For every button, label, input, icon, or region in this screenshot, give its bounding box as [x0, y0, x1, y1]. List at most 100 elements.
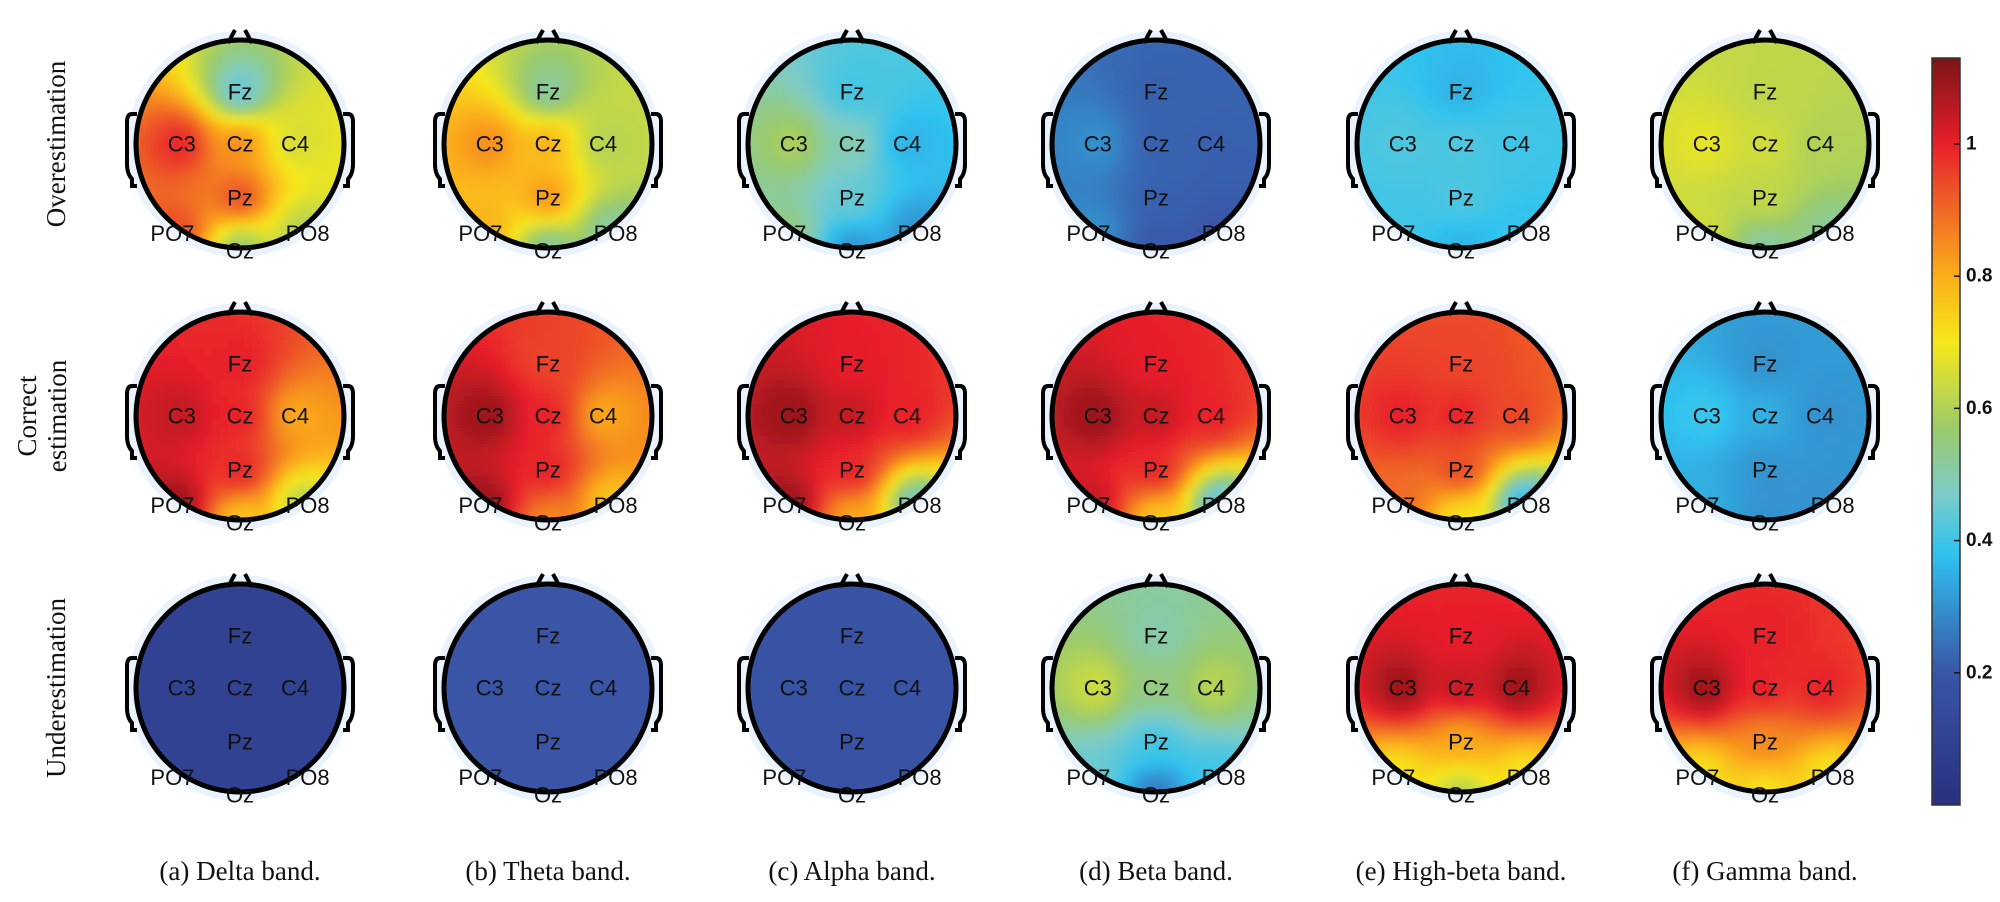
- heat-cell: [1104, 196, 1113, 205]
- heat-cell: [912, 172, 921, 181]
- heat-cell: [1369, 116, 1378, 125]
- heat-cell: [1152, 42, 1161, 45]
- heat-cell: [616, 132, 625, 141]
- heat-cell: [1537, 180, 1546, 189]
- heat-cell: [608, 212, 617, 221]
- heat-cell: [784, 180, 793, 189]
- heat-cell: [196, 164, 205, 173]
- heat-cell: [936, 52, 945, 61]
- heat-cell: [1721, 124, 1730, 133]
- heat-cell: [1513, 188, 1522, 197]
- heat-cell: [1481, 148, 1490, 157]
- heat-cell: [936, 124, 945, 133]
- heat-cell: [138, 84, 141, 93]
- heat-cell: [1256, 84, 1258, 93]
- heat-cell: [1152, 44, 1161, 53]
- heat-cell: [1385, 180, 1394, 189]
- heat-cell: [260, 196, 269, 205]
- heat-cell: [480, 68, 489, 77]
- heat-cell: [260, 324, 269, 333]
- heat-cell: [520, 180, 529, 189]
- heat-cell: [180, 116, 189, 125]
- heat-cell: [480, 140, 489, 149]
- heat-cell: [220, 164, 229, 173]
- heat-cell: [1385, 42, 1394, 45]
- heat-cell: [252, 220, 261, 229]
- heat-cell: [648, 76, 650, 85]
- heat-cell: [172, 436, 181, 445]
- heat-cell: [1112, 52, 1121, 61]
- heat-cell: [1561, 244, 1563, 246]
- heat-cell: [1705, 60, 1714, 69]
- heat-cell: [1425, 68, 1434, 77]
- heat-cell: [1401, 180, 1410, 189]
- heat-cell: [1753, 68, 1762, 77]
- heat-cell: [560, 204, 569, 213]
- heat-cell: [228, 404, 237, 413]
- heat-cell: [228, 356, 237, 365]
- heat-cell: [1136, 84, 1145, 93]
- heat-cell: [1737, 84, 1746, 93]
- heat-cell: [592, 196, 601, 205]
- heat-cell: [1689, 76, 1698, 85]
- heat-cell: [1777, 164, 1786, 173]
- heat-cell: [276, 420, 285, 429]
- heat-cell: [300, 156, 309, 165]
- heat-cell: [1417, 188, 1426, 197]
- heat-cell: [1056, 236, 1065, 245]
- heat-cell: [1705, 132, 1714, 141]
- heat-cell: [1673, 108, 1682, 117]
- heat-cell: [228, 116, 237, 125]
- heat-cell: [1096, 108, 1105, 117]
- heat-cell: [220, 108, 229, 117]
- heat-cell: [1489, 108, 1498, 117]
- heat-cell: [1681, 44, 1690, 53]
- heat-cell: [1184, 68, 1193, 77]
- heat-cell: [520, 60, 529, 69]
- heat-cell: [496, 220, 505, 229]
- heat-cell: [808, 52, 817, 61]
- heat-cell: [1713, 100, 1722, 109]
- heat-cell: [952, 52, 954, 61]
- heat-cell: [912, 204, 921, 213]
- heat-cell: [752, 236, 761, 245]
- heat-cell: [1553, 236, 1562, 245]
- heat-cell: [752, 44, 761, 53]
- heat-cell: [1441, 220, 1450, 229]
- heat-cell: [616, 204, 625, 213]
- heat-cell: [1152, 84, 1161, 93]
- heat-cell: [1809, 220, 1818, 229]
- heat-cell: [472, 164, 481, 173]
- heat-cell: [496, 84, 505, 93]
- heat-cell: [244, 314, 253, 317]
- heat-cell: [768, 156, 777, 165]
- heat-cell: [340, 332, 342, 341]
- heat-cell: [632, 180, 641, 189]
- heat-cell: [464, 42, 473, 45]
- heat-cell: [496, 188, 505, 197]
- heat-cell: [204, 68, 213, 77]
- heat-cell: [292, 444, 301, 453]
- heat-cell: [164, 76, 173, 85]
- heat-cell: [1192, 124, 1201, 133]
- heat-cell: [880, 68, 889, 77]
- heat-cell: [840, 236, 849, 245]
- heat-cell: [252, 140, 261, 149]
- right-ear-icon: [1868, 112, 1880, 188]
- heat-cell: [1256, 244, 1258, 246]
- heat-cell: [576, 212, 585, 221]
- heat-cell: [904, 180, 913, 189]
- heat-cell: [324, 388, 333, 397]
- heat-cell: [576, 84, 585, 93]
- heat-cell: [148, 44, 157, 53]
- heat-cell: [324, 428, 333, 437]
- heat-cell: [188, 188, 197, 197]
- heat-cell: [1385, 92, 1394, 101]
- heat-cell: [920, 188, 929, 197]
- heat-cell: [1857, 132, 1866, 141]
- heat-cell: [1817, 92, 1826, 101]
- heat-cell: [1369, 42, 1378, 45]
- heat-cell: [1256, 44, 1258, 53]
- heat-cell: [1497, 148, 1506, 157]
- heat-cell: [212, 364, 221, 373]
